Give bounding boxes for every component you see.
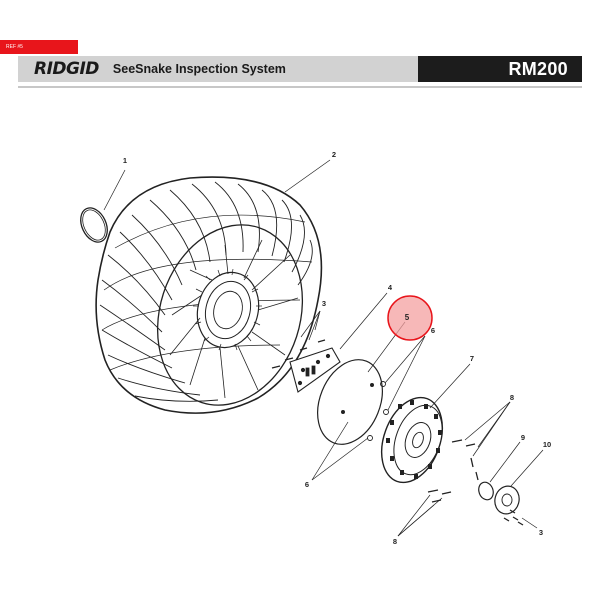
part-7-gear-cover[interactable] xyxy=(371,389,454,491)
header-divider xyxy=(18,86,582,88)
callout-1: 1 xyxy=(123,156,127,165)
part-9-small-o-ring[interactable] xyxy=(476,480,495,502)
brand-logo: RIDGID xyxy=(34,59,99,79)
model-box: RM200 xyxy=(418,56,582,82)
part-3-bracket-plate[interactable] xyxy=(271,339,341,393)
callout-3-lower: 3 xyxy=(539,528,543,537)
callout-2: 2 xyxy=(332,150,336,159)
part-8-screws-upper[interactable] xyxy=(451,439,479,481)
title-bar: RIDGID SeeSnake Inspection System RM200 xyxy=(18,56,582,82)
product-title: SeeSnake Inspection System xyxy=(112,62,286,76)
callout-8-lower: 8 xyxy=(393,537,397,546)
callout-5: 5 xyxy=(405,313,410,322)
callout-9: 9 xyxy=(521,433,525,442)
callout-4: 4 xyxy=(388,283,393,292)
title-bar-left: RIDGID SeeSnake Inspection System xyxy=(18,56,418,82)
highlight-marker-part-5[interactable] xyxy=(387,295,433,341)
part-4-gasket[interactable] xyxy=(306,350,395,454)
model-number: RM200 xyxy=(508,58,568,79)
part-2-drum[interactable] xyxy=(95,176,325,424)
callout-6-lower: 6 xyxy=(305,480,309,489)
part-10-hub-cap[interactable] xyxy=(492,483,524,526)
callout-8-upper: 8 xyxy=(510,393,514,402)
callout-6-upper: 6 xyxy=(431,326,435,335)
leader-lines xyxy=(103,159,544,537)
callout-7: 7 xyxy=(470,354,474,363)
callout-10: 10 xyxy=(543,440,551,449)
ref-tag: REF #5 xyxy=(0,40,78,54)
callout-3-upper: 3 xyxy=(322,299,326,308)
part-1-o-ring[interactable] xyxy=(76,204,113,247)
